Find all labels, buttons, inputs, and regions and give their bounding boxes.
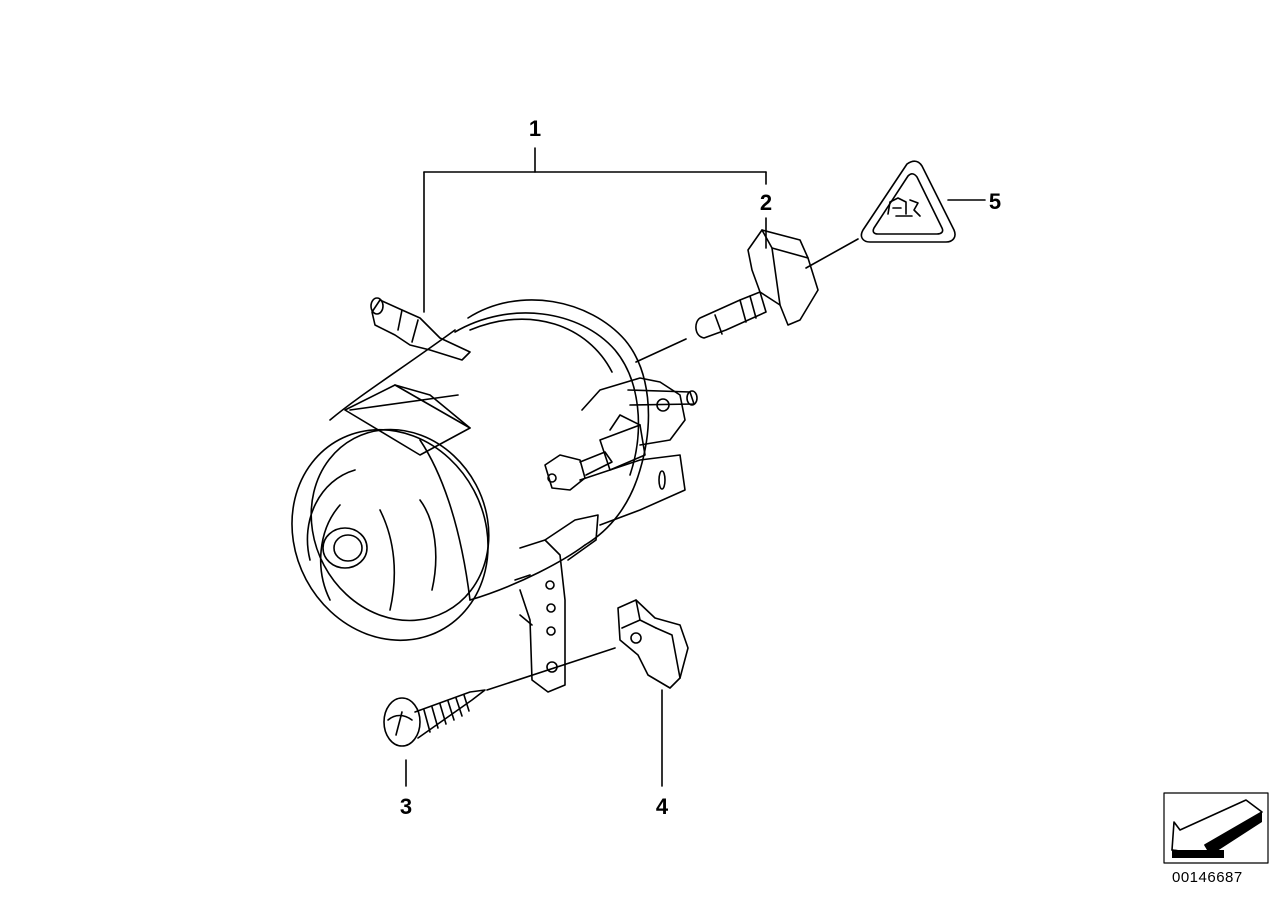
screw-icon — [383, 689, 486, 747]
callout-3: 3 — [400, 794, 412, 819]
callout-4: 4 — [656, 794, 669, 819]
fog-lamp-assembly-icon — [291, 297, 698, 693]
warning-triangle-icon — [860, 160, 956, 243]
direction-arrow-icon — [1163, 792, 1269, 864]
clip-nut-icon — [617, 599, 689, 689]
leader-lines — [405, 147, 986, 787]
callout-5: 5 — [989, 189, 1001, 214]
document-number: 00146687 — [1172, 869, 1243, 886]
callout-2: 2 — [760, 190, 772, 215]
bulb-icon — [695, 229, 819, 339]
callout-1: 1 — [529, 116, 541, 141]
